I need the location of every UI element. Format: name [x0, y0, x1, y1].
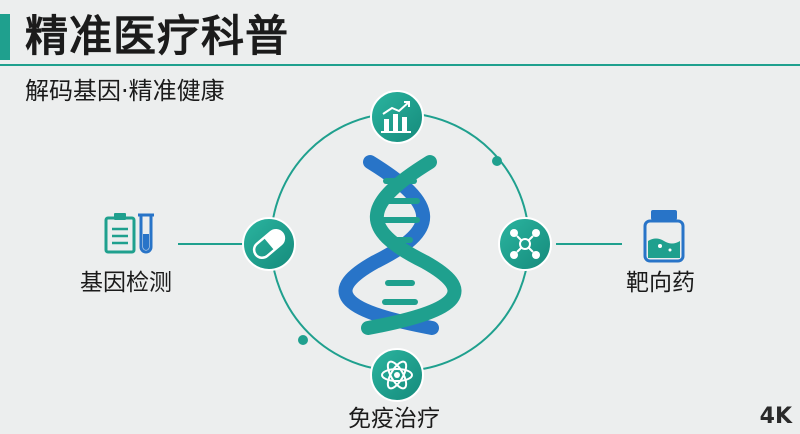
page-title: 精准医疗科普 — [25, 12, 289, 62]
top-node[interactable] — [370, 90, 424, 144]
targeted-drug-label: 靶向药 — [626, 270, 695, 296]
medicine-bottle-icon — [643, 210, 685, 263]
precision-medicine-diagram — [104, 90, 685, 402]
page-subtitle: 解码基因·精准健康 — [25, 77, 225, 105]
title-accent-bar — [0, 14, 10, 60]
molecule-icon — [510, 229, 540, 259]
orbit-dot — [298, 335, 308, 345]
orbit-dot — [492, 156, 502, 166]
left-inner-node[interactable] — [242, 217, 296, 271]
genetic-testing-label: 基因检测 — [80, 270, 172, 296]
bar-chart-icon — [381, 101, 411, 133]
corner-mark: 4K — [759, 404, 792, 429]
title-divider — [0, 64, 800, 66]
right-inner-node[interactable] — [498, 217, 552, 271]
atom-icon — [381, 360, 413, 390]
immunotherapy-label: 免疫治疗 — [348, 406, 440, 432]
capsule-icon — [252, 228, 286, 260]
bottom-node[interactable] — [370, 348, 424, 402]
dna-icon — [338, 155, 462, 335]
clipboard-test-tube-icon — [104, 213, 154, 254]
